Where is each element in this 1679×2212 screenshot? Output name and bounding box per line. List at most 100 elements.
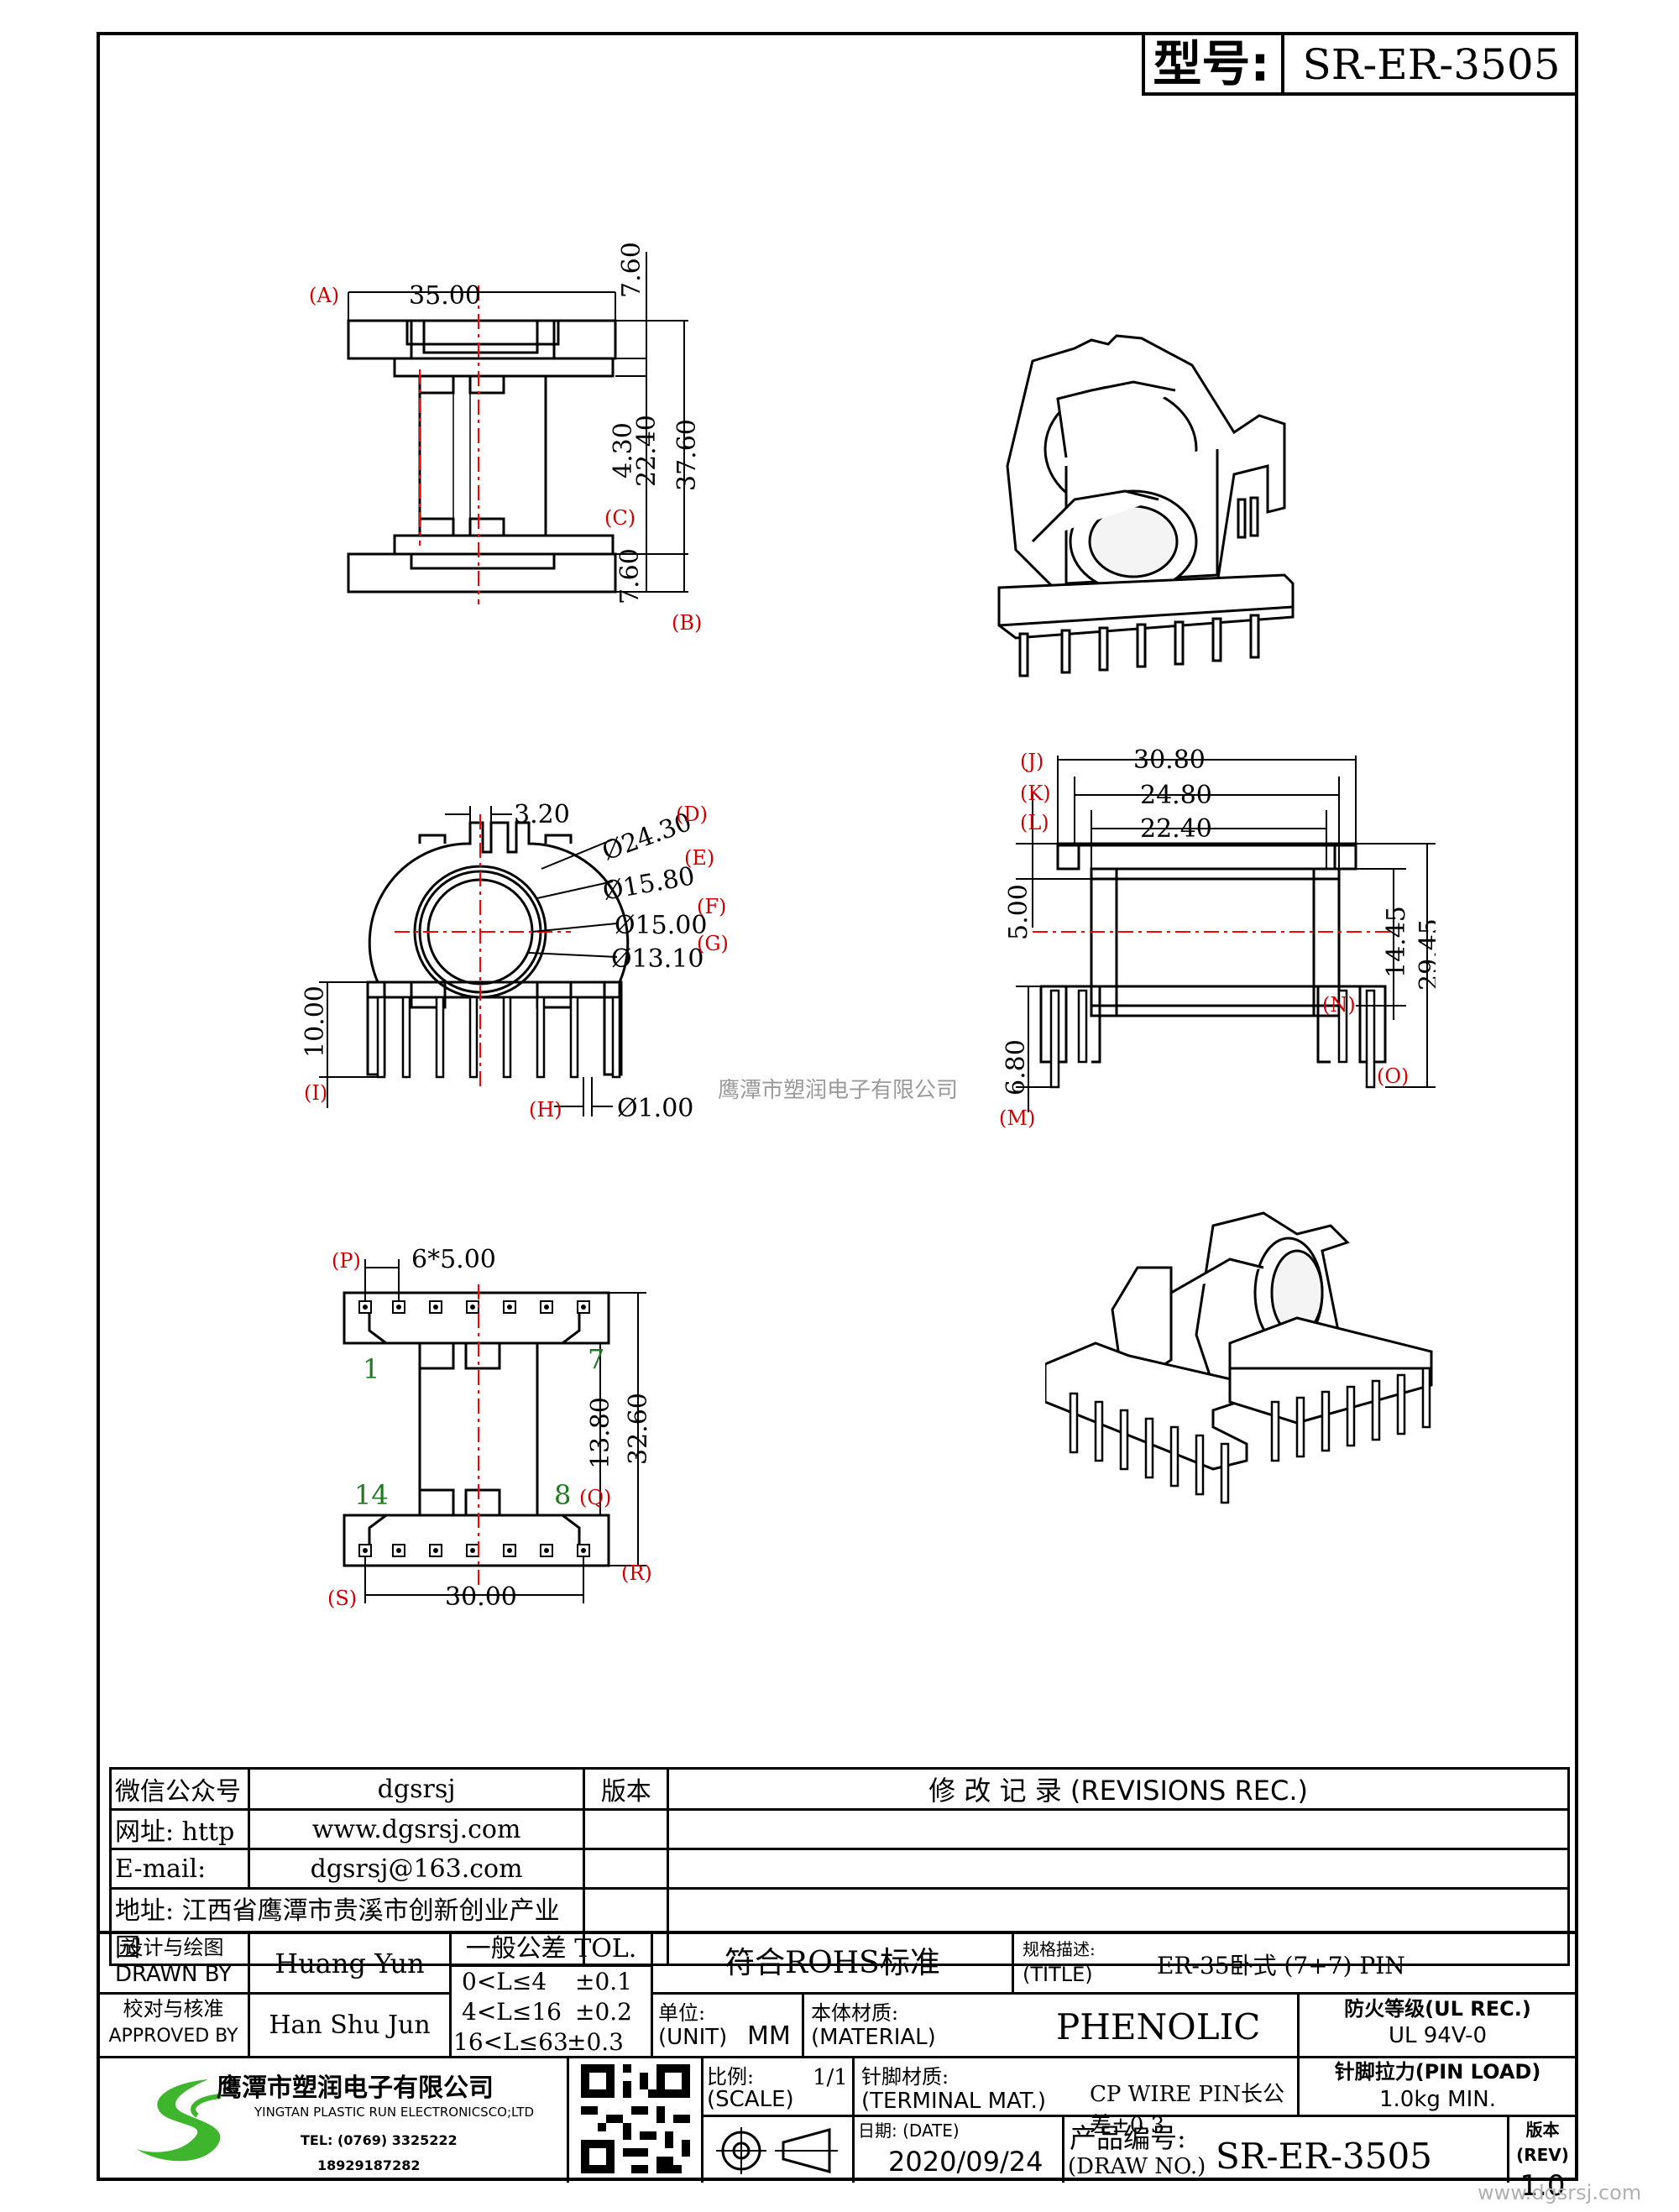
dim-width: 35.00 (409, 281, 481, 311)
dim-e-od: Ø15.80 (600, 861, 697, 907)
dim-l: 22.40 (1140, 814, 1212, 844)
designer-name: Huang Yun (250, 1934, 452, 1995)
rev-value: 1.0 (1519, 2169, 1566, 2203)
dim-total: 37.60 (672, 419, 702, 491)
tol-value-3: ±0.3 (567, 2028, 624, 2056)
label-d: (D) (676, 803, 708, 826)
label-f: (F) (697, 895, 726, 918)
label-i: (I) (304, 1081, 327, 1105)
company-tel: TEL: (0769) 3325222 (301, 2132, 458, 2148)
label-b: (B) (672, 611, 702, 635)
scale-value: 1/1 (813, 2065, 848, 2090)
title-cn: 规格描述: (1023, 1939, 1096, 1959)
date-cn: 日期: (DATE) (858, 2120, 960, 2141)
label-l: (L) (1020, 811, 1049, 834)
bottom-view: 6*5.00 13.80 32.60 30.00 (P) (Q) (R) (S)… (327, 1245, 653, 1612)
fire-value: UL 94V-0 (1388, 2023, 1488, 2048)
pin-load-cn: 针脚拉力(PIN LOAD) (1334, 2060, 1541, 2084)
dim-j: 30.80 (1133, 745, 1206, 775)
tol-value-1: ±0.1 (575, 1968, 632, 1995)
label-a: (A) (309, 284, 339, 307)
side-view: 30.80 24.80 22.40 5.00 14.45 29.45 6.80 … (999, 745, 1436, 1129)
unit-cn: 单位: (658, 2001, 706, 2025)
label-e: (E) (684, 846, 714, 870)
pin-label-7: 7 (588, 1343, 604, 1375)
dim-n: 14.45 (1382, 906, 1411, 978)
dim-o: 29.45 (1415, 918, 1436, 991)
material-value: PHENOLIC (1056, 2006, 1261, 2047)
watermark-site: www.dgsrsj.com (1478, 2181, 1642, 2204)
label-o: (O) (1377, 1064, 1409, 1088)
company-cn: 鹰潭市塑润电子有限公司 (217, 2073, 494, 2103)
approver-name: Han Shu Jun (250, 1995, 452, 2058)
dim-flange-top: 7.60 (617, 242, 646, 298)
drawno-value: SR-ER-3505 (1216, 2136, 1432, 2177)
revisions-table: 微信公众号 dgsrsj 版本 修 改 记 录 (REVISIONS REC.)… (108, 1767, 1570, 1966)
iso-view-bottom (1045, 1211, 1433, 1504)
version-label: 版本 (583, 1767, 670, 1811)
email-value[interactable]: dgsrsj@163.com (247, 1848, 586, 1890)
tol-range-1: 0<L≤4 (462, 1968, 547, 1995)
qr-code-icon (581, 2064, 690, 2173)
projection-symbol-icon (716, 2127, 838, 2174)
model-label: 型号: (1142, 32, 1284, 96)
designer-cn: 设计与绘图 (123, 1936, 224, 1959)
dim-r: 32.60 (624, 1393, 653, 1465)
label-c: (C) (604, 506, 636, 530)
company-box: 鹰潭市塑润电子有限公司 YINGTAN PLASTIC RUN ELECTRON… (99, 2058, 569, 2183)
dim-pin-len: 10.00 (301, 986, 330, 1058)
scale-cn: 比例: (707, 2065, 755, 2089)
drawno-cn: 产品编号: (1070, 2122, 1186, 2154)
label-m: (M) (999, 1106, 1035, 1129)
label-p: (P) (332, 1249, 361, 1273)
drawing-frame (97, 32, 1578, 2181)
company-logo-icon (137, 2079, 222, 2162)
company-en: YINGTAN PLASTIC RUN ELECTRONICSCO;LTD (254, 2105, 535, 2120)
unit-value: MM (747, 2021, 791, 2051)
terminal-cn: 针脚材质: (861, 2065, 949, 2089)
date-value: 2020/09/24 (888, 2146, 1043, 2178)
label-s: (S) (327, 1587, 357, 1610)
revisions-label: 修 改 记 录 (REVISIONS REC.) (667, 1767, 1570, 1811)
approver-en: APPROVED BY (108, 2026, 238, 2047)
dim-q: 13.80 (586, 1397, 615, 1469)
terminal-en: (TERMINAL MAT.) (861, 2089, 1047, 2114)
label-q: (Q) (579, 1486, 611, 1509)
address: 地址: 江西省鹰潭市贵溪市创新创业产业园 (108, 1887, 586, 1966)
dim-pin-dia: Ø1.00 (617, 1094, 693, 1123)
dim-slot: 3.20 (514, 800, 570, 829)
approver-cn: 校对与核准 (123, 1997, 224, 2021)
web-value[interactable]: www.dgsrsj.com (247, 1808, 586, 1850)
scale-en: (SCALE) (707, 2087, 794, 2112)
label-j: (J) (1020, 750, 1043, 773)
dim-pitch: 6*5.00 (411, 1245, 496, 1274)
pin-load-value: 1.0kg MIN. (1379, 2087, 1496, 2112)
watermark-company: 鹰潭市塑润电子有限公司 (718, 1078, 959, 1103)
front-view: 3.20 Ø24.30 Ø15.80 Ø15.00 Ø13.10 10.00 Ø… (301, 800, 729, 1123)
model-header (1142, 32, 1578, 96)
label-h: (H) (529, 1098, 562, 1122)
tol-title: 一般公差 TOL. (452, 1934, 651, 1967)
web-label: 网址: http (109, 1808, 250, 1850)
dim-left-h: 5.00 (1004, 884, 1033, 940)
pin-label-14: 14 (354, 1479, 389, 1511)
pin-label-8: 8 (554, 1479, 571, 1511)
dim-s: 30.00 (445, 1582, 517, 1612)
qr-box (569, 2058, 704, 2183)
title-value: ER-35卧式 (7+7) PIN (1157, 1952, 1405, 1979)
company-mobile: 18929187282 (317, 2157, 421, 2173)
dim-c: 4.30 (609, 422, 638, 478)
projection-box (704, 2117, 855, 2183)
label-n: (N) (1322, 993, 1356, 1017)
pin-label-1: 1 (363, 1353, 379, 1385)
drawno-en: (DRAW NO.) (1068, 2154, 1206, 2179)
designer-en: DRAWN BY (114, 1962, 233, 1987)
email-label: E-mail: (109, 1848, 250, 1890)
dim-inner: 22.40 (632, 415, 662, 487)
tol-range-3: 16<L≤63 (453, 2028, 568, 2056)
material-cn: 本体材质: (811, 2001, 899, 2025)
top-view: 35.00 7.60 4.30 22.40 37.60 7.60 (A) (C)… (309, 242, 702, 635)
tol-range-2: 4<L≤16 (462, 1998, 562, 2026)
title-block: 设计与绘图 DRAWN BY Huang Yun 校对与核准 APPROVED … (99, 1931, 1576, 2203)
terminal-value: CP WIRE PIN长公差±0.3 (1090, 2082, 1284, 2138)
